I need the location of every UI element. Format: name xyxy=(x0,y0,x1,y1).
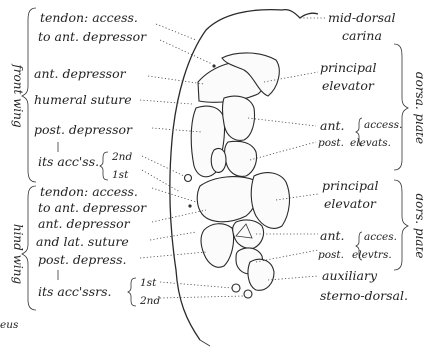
brace-1st-2nd-bot xyxy=(128,278,136,306)
front-wing-small-muscle xyxy=(211,148,226,172)
small-spot-top xyxy=(212,64,215,67)
body-outline-bottom xyxy=(200,340,210,346)
label-elevator-top: elevator xyxy=(322,78,375,93)
right-bottom-brace xyxy=(394,180,408,270)
ant-depressor-hind xyxy=(197,177,257,222)
small-spot-mid xyxy=(188,204,191,207)
leader-ant-depressor-top xyxy=(148,76,204,84)
leader-2nd-bot xyxy=(160,296,244,298)
ant-access-elevator-front xyxy=(223,96,255,140)
leader-humeral-suture xyxy=(140,100,192,104)
leader-ant-access-top xyxy=(248,118,316,126)
label-and-lat-suture: and lat. suture xyxy=(36,234,129,249)
leader-post-depress-bot xyxy=(140,252,206,258)
label-ant-bot: ant. xyxy=(320,228,345,243)
label-1st-top: 1st xyxy=(112,169,129,181)
front-access-2nd-circle xyxy=(185,175,192,182)
label-tendon-access-top: tendon: access. xyxy=(40,10,138,25)
leader-lat-suture xyxy=(150,232,196,240)
leader-2nd-top xyxy=(142,156,184,176)
post-access-elevator-front xyxy=(225,141,257,176)
leader-tendon-bot xyxy=(152,188,196,202)
label-principal-elevator-top: principal xyxy=(320,60,376,75)
label-ant-depressor-top: ant. depressor xyxy=(34,66,127,81)
mid-dorsal-carina-outline xyxy=(282,10,318,18)
hind-access-1st-circle xyxy=(232,284,240,292)
label-elevator-bot: elevator xyxy=(324,196,377,211)
leader-auxiliary xyxy=(268,276,318,280)
label-principal-elevator-bot: principal xyxy=(322,178,378,193)
brace-2nd-1st-top xyxy=(100,152,108,180)
label-right-top-vertical: dorsa. plate xyxy=(413,72,423,144)
leader-post-access-top xyxy=(250,142,316,160)
leader-tendon-top xyxy=(156,24,196,40)
label-auxiliary: auxiliary xyxy=(322,268,378,283)
label-hind-wing: hind wing xyxy=(11,224,25,285)
label-tendon-access-bot-2: to ant. depressor xyxy=(38,200,147,215)
label-post-bot: post. xyxy=(318,249,344,261)
post-depress-hind xyxy=(201,224,234,268)
label-post-depressor-top: post. depressor xyxy=(34,122,133,137)
label-mid-dorsal: mid-dorsal xyxy=(328,10,395,25)
label-humeral-suture: humeral suture xyxy=(34,92,132,107)
label-its-accssrs-bot: its acc'ssrs. xyxy=(38,284,112,299)
leader-1st-top xyxy=(142,170,180,192)
label-its-accss-top: its acc'ss. xyxy=(38,154,99,169)
leader-1st-bot xyxy=(160,282,232,288)
label-2nd-bot: 2nd xyxy=(139,295,160,307)
hind-access-2nd-circle xyxy=(244,290,252,298)
label-tendon-access-top-2: to ant. depressor xyxy=(38,29,147,44)
leader-ant-depressor-bot xyxy=(152,210,206,222)
label-ant-depressor-bot: ant. depressor xyxy=(38,216,131,231)
label-ant-top: ant. xyxy=(320,118,345,133)
auxiliary-sterno-dorsal xyxy=(248,259,274,290)
principal-elevator-hind xyxy=(251,173,289,229)
label-acces-bot: acces. xyxy=(364,231,397,243)
label-access-top: access. xyxy=(364,119,402,131)
label-carina: carina xyxy=(342,28,382,43)
label-tendon-access-bot: tendon: access. xyxy=(40,184,138,199)
label-elevtrs-bot: elevtrs. xyxy=(352,249,392,261)
label-front-wing: front wing xyxy=(11,63,25,128)
right-top-brace xyxy=(394,44,408,170)
label-sterno-dorsal: sterno-dorsal. xyxy=(320,288,408,303)
label-post-depress-bot: post. depress. xyxy=(38,252,127,267)
label-partial-left: eus xyxy=(0,319,19,331)
label-elevats-top: elevats. xyxy=(350,137,391,149)
label-post-top: post. xyxy=(318,137,344,149)
label-2nd-top: 2nd xyxy=(111,151,132,163)
leader-tendon-top-2 xyxy=(160,40,212,64)
label-1st-bot: 1st xyxy=(140,277,157,289)
label-right-bot-vertical: dors. plate xyxy=(413,193,423,258)
